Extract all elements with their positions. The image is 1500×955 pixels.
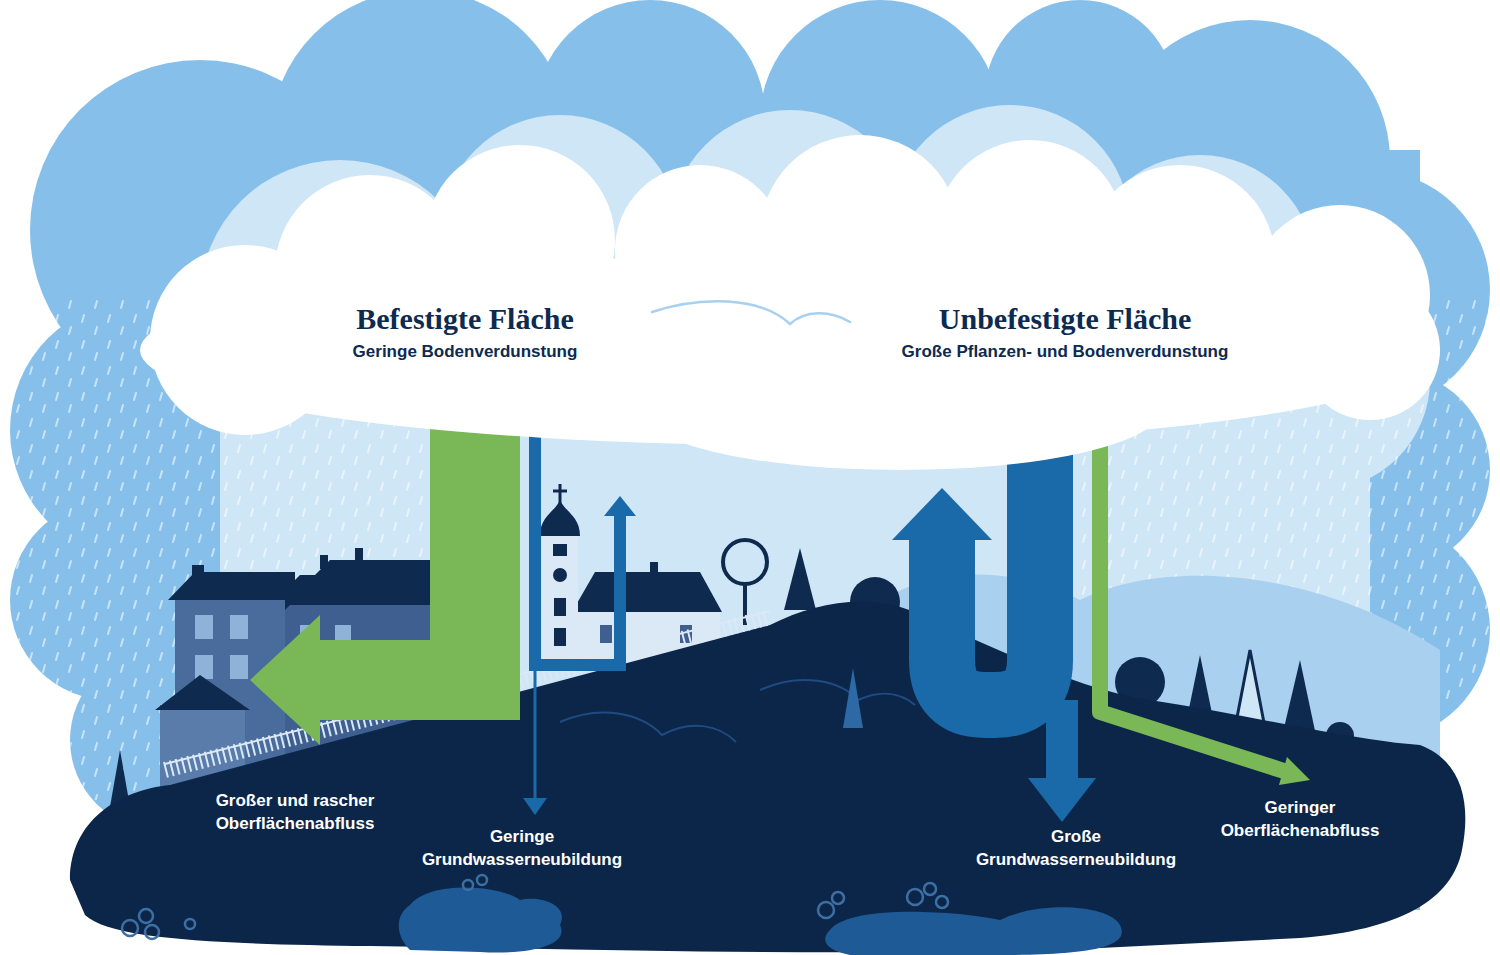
village [230,655,248,679]
area-heading: Befestigte Fläche [356,302,573,335]
white-cloud [615,165,785,335]
village [554,628,566,646]
village [168,572,295,600]
flow-label: Geringe Grundwasserneubildung [402,826,642,872]
runoff-arrow-head [1279,757,1310,785]
area-subheading: Geringe Bodenverdunstung [353,342,578,362]
village [230,615,248,639]
groundwater-arrow [1046,700,1078,780]
village [195,615,213,639]
white-cloud [140,135,1440,470]
village [650,562,658,576]
stones [463,880,473,890]
stones [122,920,138,936]
groundwater [399,888,562,953]
stones [936,896,948,908]
flow-label: Großer und rascher Oberflächenabfluss [195,790,395,836]
village [554,598,566,616]
stones [924,883,936,895]
stones [832,892,844,904]
village [155,675,250,710]
evaporation-arrow-head [892,488,992,540]
groundwater-arrow-head [1028,778,1096,822]
area-subheading: Große Pflanzen- und Bodenverdunstung [902,342,1229,362]
village [355,548,363,562]
stones [477,875,487,885]
flow-label: Große Grundwasserneubildung [956,826,1196,872]
bird [652,301,850,324]
runoff-arrow [1100,420,1284,771]
village [540,500,580,536]
village [559,484,562,504]
village [553,544,567,556]
ground-contour [560,680,915,742]
village [192,565,204,581]
white-cloud [1300,280,1440,420]
stones [185,919,195,929]
ground-contour [560,713,736,742]
village [600,625,612,643]
mid-tree [843,668,863,728]
trees [723,540,767,584]
stones [139,909,153,923]
village [553,568,567,582]
runoff-arrow [250,418,520,745]
evaporation-arrow [535,420,620,665]
evaporation-arrow [942,430,1040,705]
village [542,532,578,672]
stones [818,902,834,918]
ground-contour [760,680,915,705]
village [320,555,328,569]
area-heading: Unbefestigte Fläche [939,302,1191,335]
stones [122,875,948,939]
stones [145,925,159,939]
trees [784,548,816,610]
village [553,490,567,493]
white-cloud [760,135,960,335]
groundwater [825,907,1122,955]
groundwater-arrow-head [523,798,547,815]
groundwater [399,888,1122,955]
groundwater-arrow [534,660,537,800]
village [195,655,213,679]
stones [907,889,923,905]
village [572,572,722,612]
white-cloud [640,350,1160,470]
flow-label: Geringer Oberflächenabfluss [1200,797,1400,843]
evaporation-arrow-head [604,496,636,516]
